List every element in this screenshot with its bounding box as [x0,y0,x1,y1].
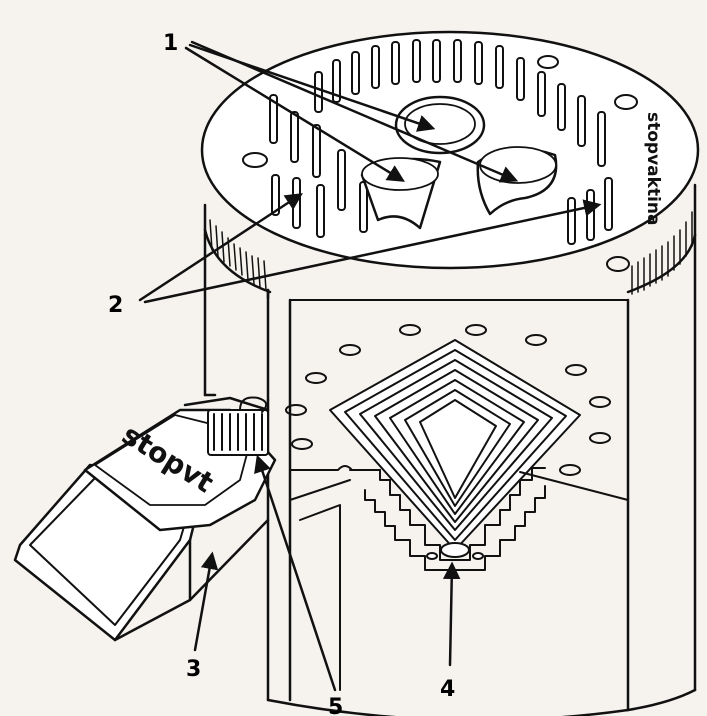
knurl-right [631,211,693,295]
callout-1: 1 [163,31,178,56]
chamber-holes [285,324,611,476]
latch-clip [207,396,269,456]
knurl-left [209,219,267,291]
callout-4: 4 [440,677,455,702]
callout-2: 2 [108,293,123,318]
callout-5: 5 [328,695,343,716]
lid-openings [360,95,558,230]
lid-holes [242,55,638,272]
lid-brand-label: stopvaktina [643,112,663,225]
stepped-funnel [289,339,629,691]
callout-3: 3 [186,657,201,682]
lid: stopvaktina [200,30,700,295]
callout-arrows [138,40,602,692]
